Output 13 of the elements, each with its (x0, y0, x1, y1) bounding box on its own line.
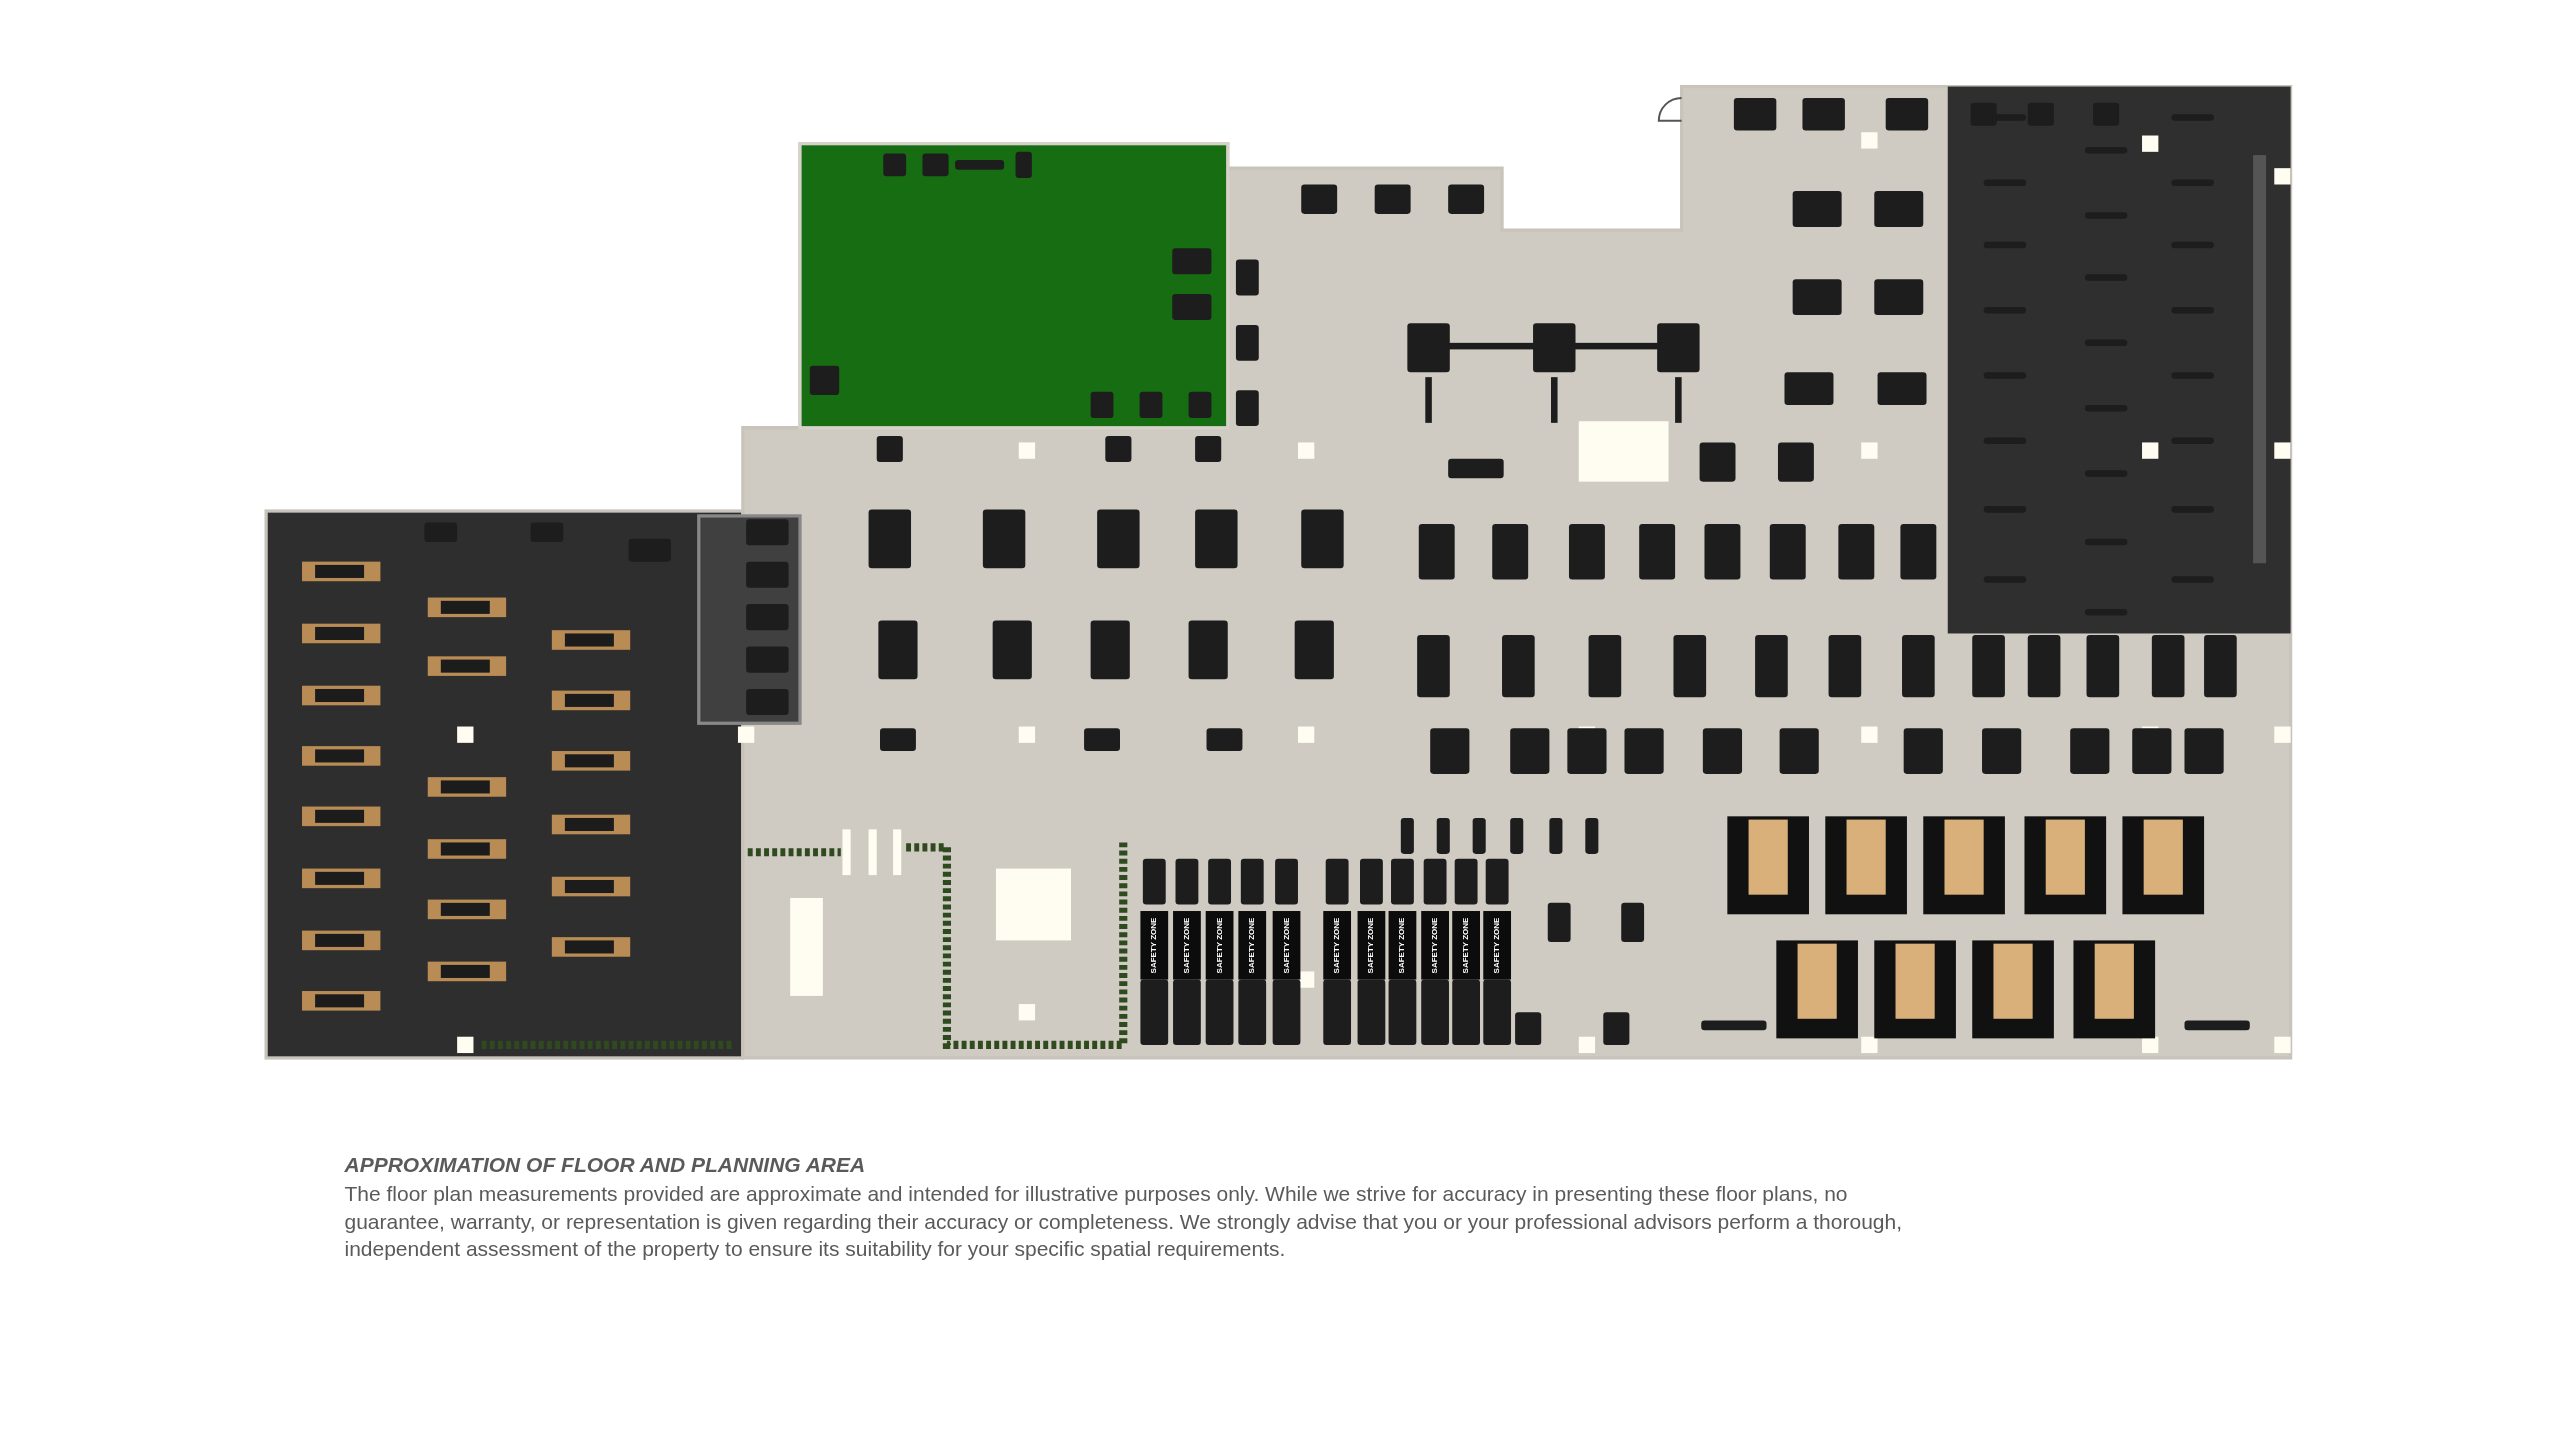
heading: APPROXIMATION OF FLOOR AND PLANNING AREA (344, 1152, 866, 1177)
mat-text: SAFETY ZONE (1332, 917, 1342, 974)
mat-text: SAFETY ZONE (1397, 917, 1407, 974)
mat-text: SAFETY ZONE (1366, 917, 1376, 974)
mat-text: SAFETY ZONE (1247, 917, 1257, 974)
mat-text: SAFETY ZONE (1149, 917, 1159, 974)
disclaimer-text: The floor plan measurements provided are approximate and intended for illustrative purposes only. While we strive for accuracy in presenting these floor plans, no guarantee, warranty, or representation is given regarding their accuracy or completeness. We strongly advise that you or your professional advisors perform a thorough, independent assessment of the property to ensure its suitability for your specific spatial requirements. (344, 1181, 1903, 1263)
mat-text: SAFETY ZONE (1215, 917, 1224, 974)
mat-text: SAFETY ZONE (1430, 917, 1440, 974)
mat-text: SAFETY ZONE (1461, 917, 1471, 974)
mat-text: SAFETY ZONE (1281, 917, 1291, 974)
mat-text: SAFETY ZONE (1182, 917, 1192, 974)
mat-text: SAFETY ZONE (1492, 917, 1502, 974)
